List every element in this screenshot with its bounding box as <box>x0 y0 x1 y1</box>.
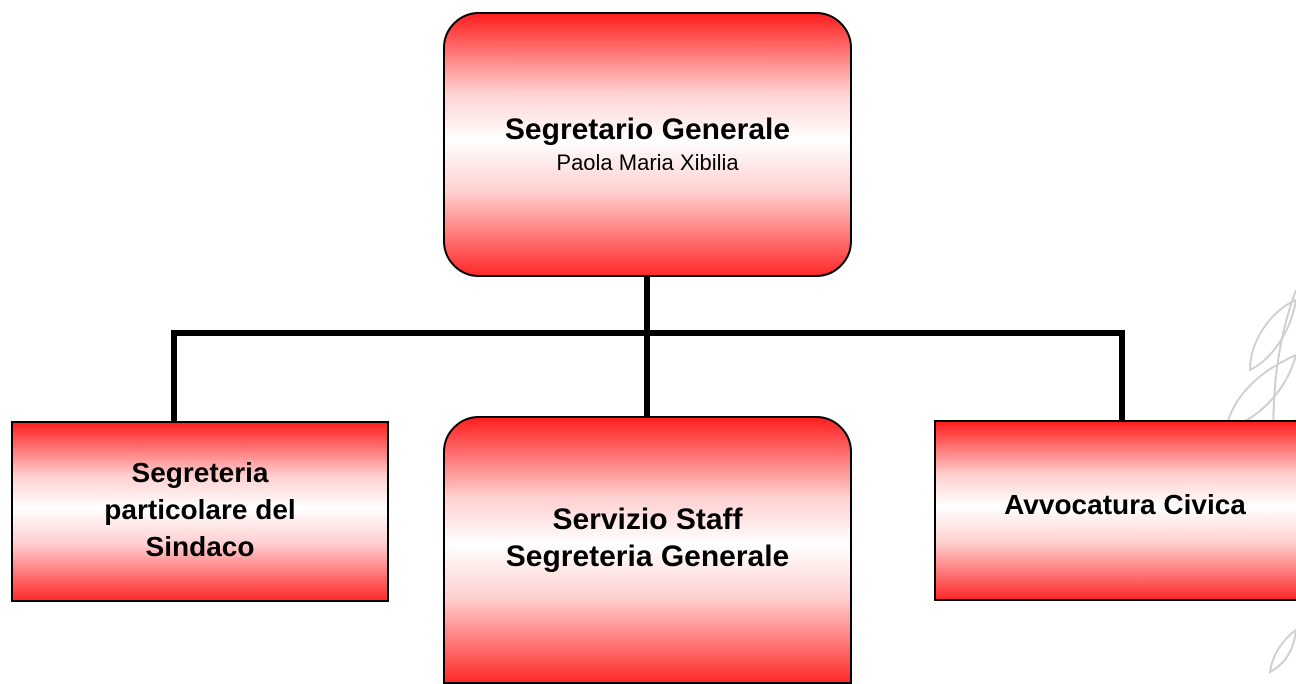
org-node-servizio-staff: Servizio Staff Segreteria Generale <box>443 416 852 684</box>
org-node-segretario-generale: Segretario Generale Paola Maria Xibilia <box>443 12 852 277</box>
node-title-line: Sindaco <box>145 531 255 562</box>
node-title-line: Segreteria Generale <box>505 540 790 573</box>
node-subtitle: Paola Maria Xibilia <box>556 149 739 175</box>
node-title: Segretario Generale <box>504 112 791 146</box>
node-title-line: Segreteria <box>131 457 269 488</box>
node-title: Avvocatura Civica <box>1004 488 1246 520</box>
org-node-segreteria-particolare: Segreteria particolare del Sindaco <box>11 421 389 602</box>
org-node-avvocatura-civica: Avvocatura Civica <box>934 420 1296 601</box>
node-title-line: Servizio Staff <box>552 503 743 536</box>
node-title-line: particolare del <box>104 494 296 525</box>
